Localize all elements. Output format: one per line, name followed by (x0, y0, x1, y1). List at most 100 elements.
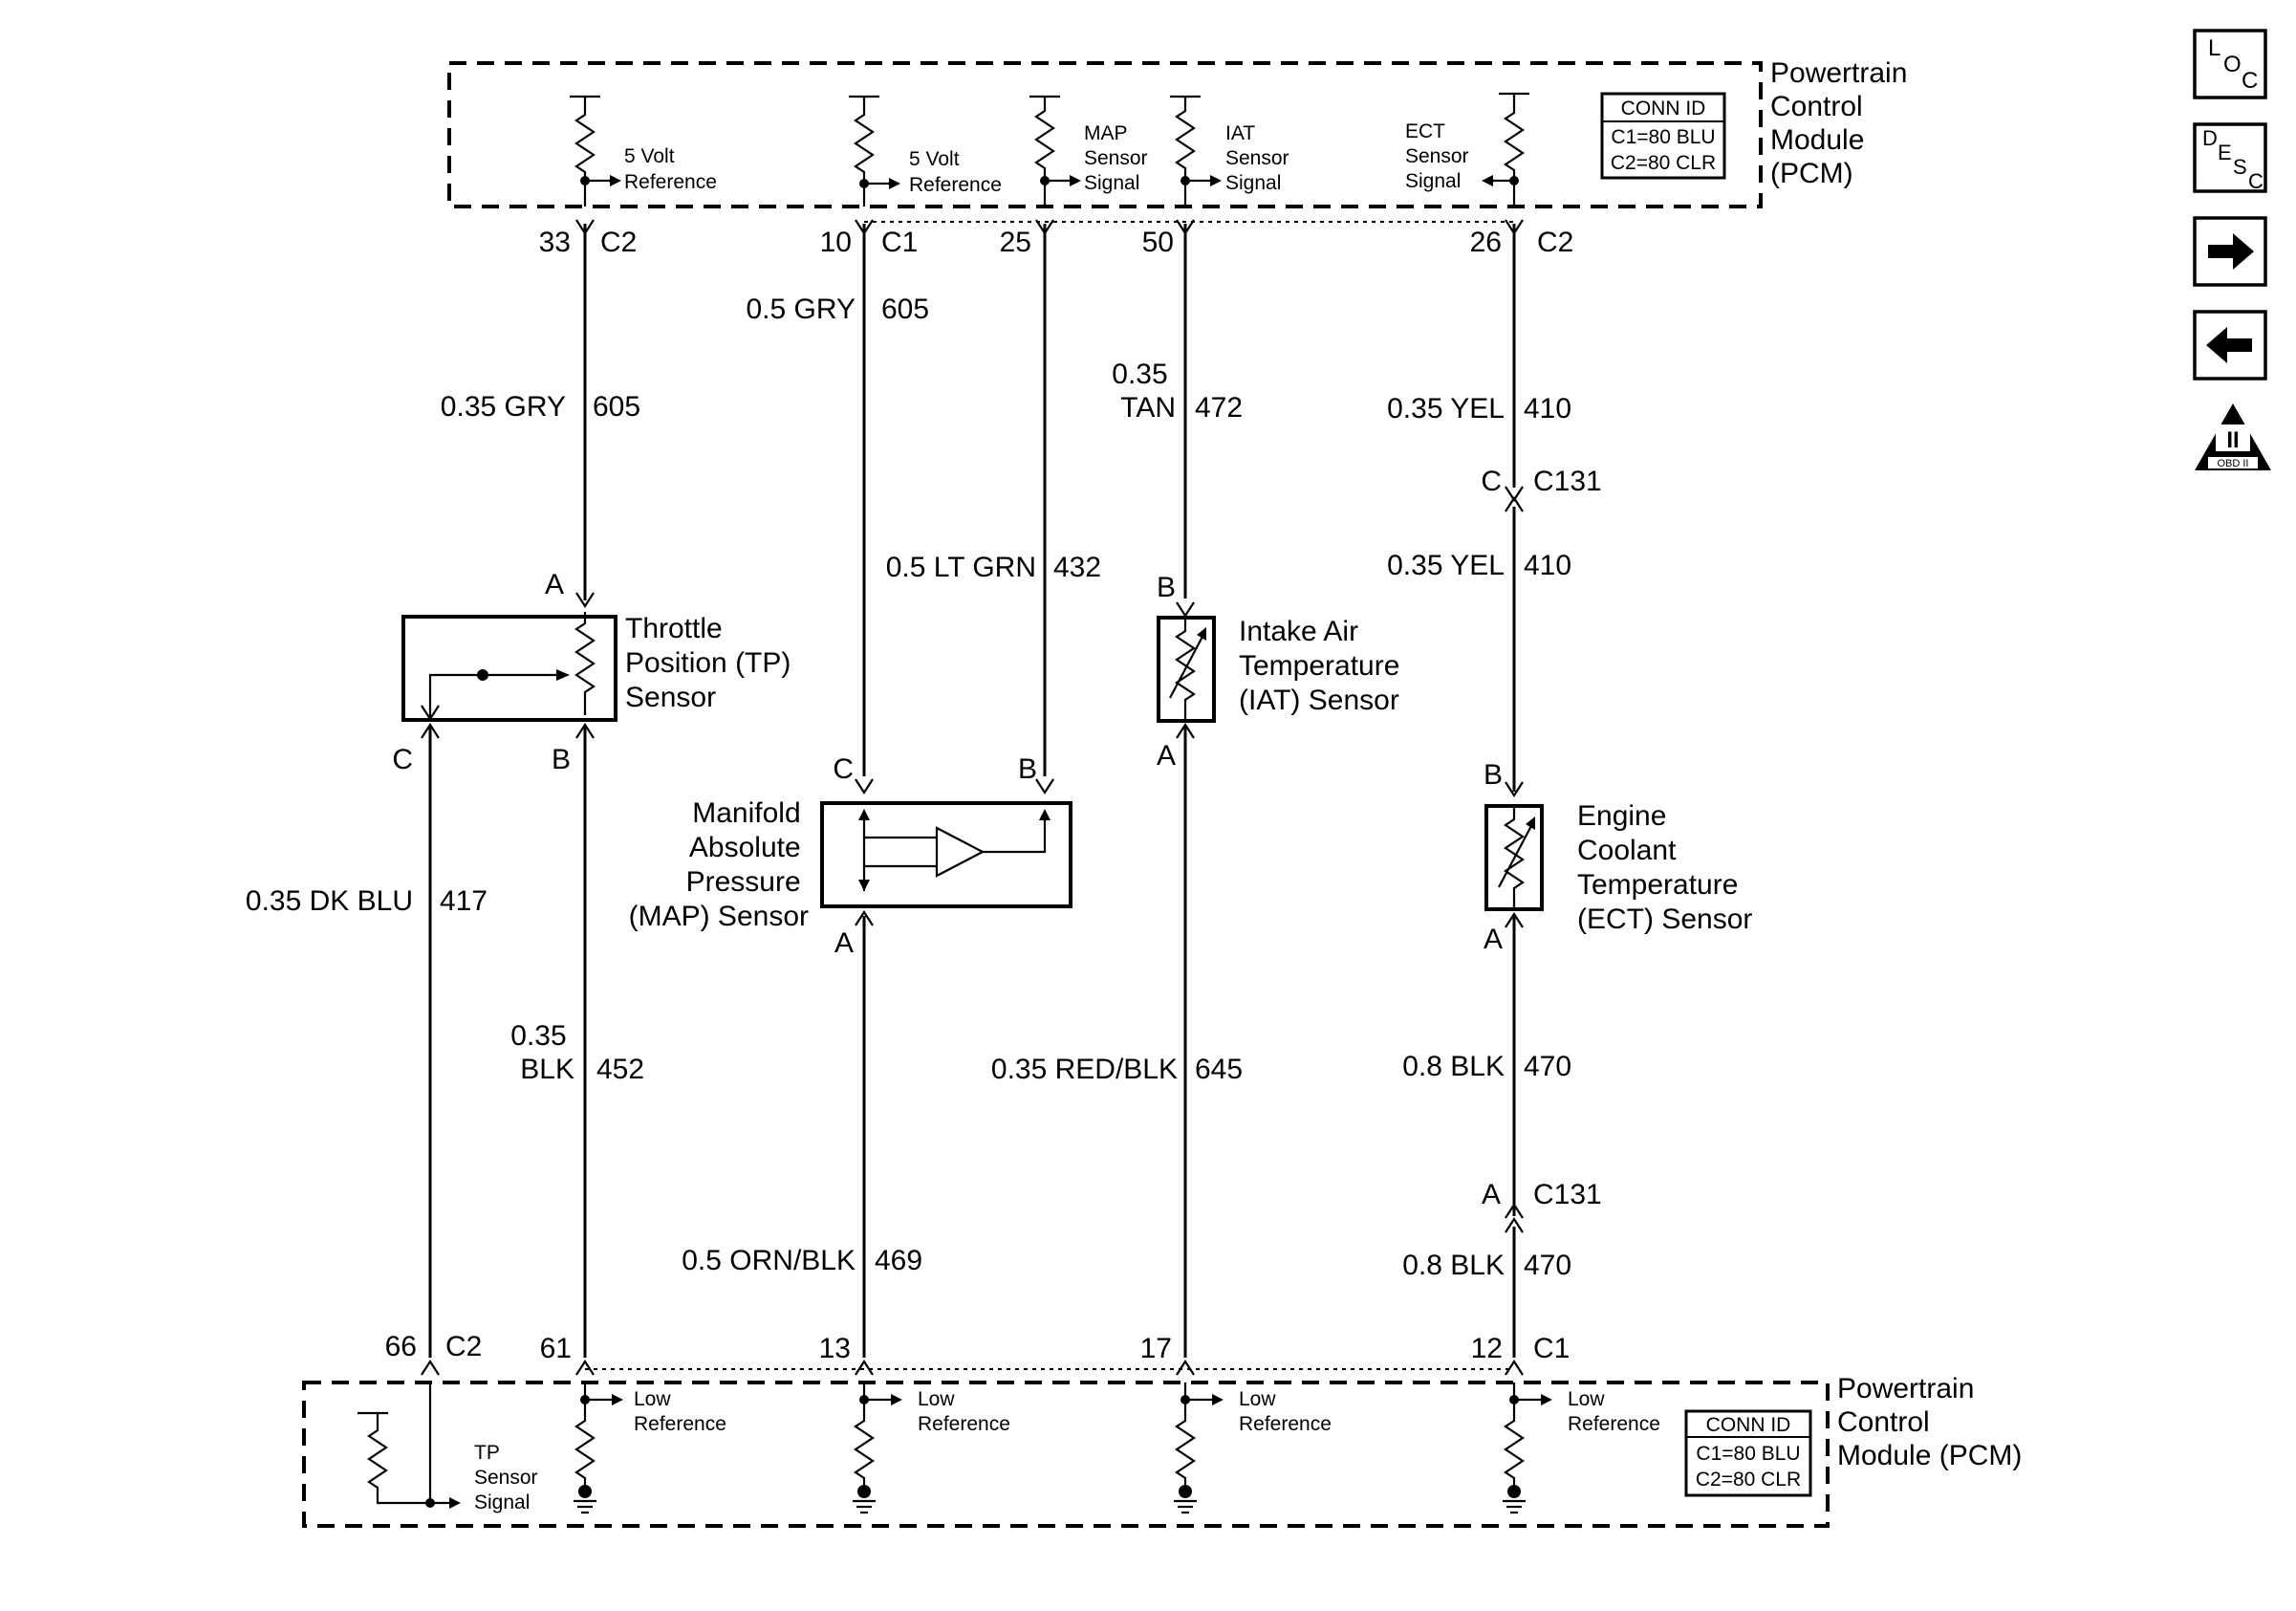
wire-472-color: 0.35 TAN (1112, 359, 1176, 424)
nav-obd-ii-button[interactable]: II OBD II (2195, 403, 2271, 470)
conn-id-c2: C2=80 CLR (1611, 152, 1716, 174)
conn-id-header: CONN ID (1621, 98, 1706, 120)
wire-645-circuit: 645 (1195, 1054, 1243, 1085)
top-connector-chevrons (575, 219, 1524, 236)
svg-text:L: L (2208, 35, 2220, 61)
bottom-connector-chevrons (421, 1359, 1524, 1376)
wire-605-map-color: 0.5 GRY (746, 294, 856, 325)
pin-66-connector: C2 (445, 1331, 482, 1362)
ect-sensor: B Engine Coolant Temperature (ECT) Senso… (1484, 759, 1752, 955)
pin-50: 50 (1142, 227, 1174, 258)
map-sensor: C B Manifold Absolute Pressure (MAP) Sen… (629, 753, 1072, 959)
wire-410-upper-circuit: 410 (1524, 393, 1571, 425)
pin-13: 13 (819, 1333, 851, 1364)
tp-sensor: A Throttle Position (TP) Sensor C B (392, 569, 799, 775)
wire-645-color: 0.35 RED/BLK (991, 1054, 1178, 1085)
wire-470-upper-circuit: 470 (1524, 1051, 1571, 1082)
wire-470-upper-color: 0.8 BLK (1402, 1051, 1505, 1082)
wire-410-upper-color: 0.35 YEL (1387, 393, 1505, 425)
connector-c131-upper: C C131 (1481, 466, 1602, 512)
wire-417-color: 0.35 DK BLU (246, 885, 413, 917)
arrow-left-icon (2206, 327, 2252, 363)
svg-text:C131: C131 (1533, 466, 1602, 497)
wire-452-circuit: 452 (596, 1054, 644, 1085)
svg-text:C: C (1481, 466, 1502, 497)
pcm-top: Powertrain Control Module (PCM) CONN ID … (447, 57, 1916, 258)
pin-61: 61 (540, 1333, 572, 1364)
svg-text:S: S (2233, 155, 2247, 179)
nav-next-button[interactable] (2193, 216, 2267, 287)
wire-432-circuit: 432 (1053, 552, 1101, 583)
wire-452-color: 0.35 BLK (510, 1020, 574, 1085)
svg-text:A: A (1482, 1179, 1501, 1210)
conn-id-box-top: CONN ID C1=80 BLU C2=80 CLR (1600, 92, 1726, 180)
iat-pin-a: A (1157, 740, 1176, 772)
tp-sensor-label: Throttle Position (TP) Sensor (625, 613, 799, 713)
wire-472-circuit: 472 (1195, 392, 1243, 424)
pcm-top-title: Powertrain Control Module (PCM) (1770, 57, 1916, 189)
pin-26-connector: C2 (1537, 227, 1573, 258)
svg-text:OBD II: OBD II (2217, 458, 2248, 469)
nav-desc-button[interactable]: D E S C (2193, 122, 2267, 193)
svg-text:C: C (2242, 68, 2258, 94)
ect-sensor-label: Engine Coolant Temperature (ECT) Sensor (1577, 800, 1752, 935)
tp-pin-a: A (545, 569, 564, 600)
nav-prev-button[interactable] (2193, 310, 2267, 381)
wire-605-tp-color: 0.35 GRY (441, 391, 566, 423)
pcm-top-boundary (447, 61, 1763, 208)
svg-text:D: D (2202, 126, 2218, 150)
svg-text:O: O (2223, 52, 2242, 77)
pin-12: 12 (1471, 1333, 1503, 1364)
iat-sensor: B Intake Air Temperature (IAT) Sensor A (1157, 572, 1408, 772)
svg-text:II: II (2226, 427, 2239, 453)
conn-id-c2: C2=80 CLR (1696, 1469, 1801, 1491)
iat-pin-b: B (1157, 572, 1176, 603)
arrow-right-icon (2208, 233, 2254, 270)
pin-17: 17 (1140, 1333, 1172, 1364)
wire-469-circuit: 469 (875, 1245, 922, 1276)
tp-pin-c: C (392, 744, 413, 775)
wire-410-lower-color: 0.35 YEL (1387, 550, 1505, 581)
svg-text:C131: C131 (1533, 1179, 1602, 1210)
iat-sensor-label: Intake Air Temperature (IAT) Sensor (1239, 616, 1408, 716)
map-sensor-label: Manifold Absolute Pressure (MAP) Sensor (629, 797, 809, 932)
conn-id-header: CONN ID (1706, 1414, 1791, 1436)
pin-66: 66 (385, 1331, 417, 1362)
ect-pin-a: A (1484, 924, 1503, 955)
pin-26: 26 (1470, 227, 1502, 258)
wire-432-color: 0.5 LT GRN (886, 552, 1036, 583)
map-sensor-body (820, 801, 1072, 908)
pcm-bottom-boundary (302, 1381, 1830, 1528)
conn-id-c1: C1=80 BLU (1696, 1443, 1800, 1465)
map-pin-c: C (833, 753, 854, 785)
map-pin-a: A (834, 927, 854, 959)
pin-33: 33 (539, 227, 571, 258)
ect-pin-b: B (1484, 759, 1503, 791)
wire-470-lower-circuit: 470 (1524, 1250, 1571, 1281)
pin-33-connector: C2 (600, 227, 637, 258)
wire-469-color: 0.5 ORN/BLK (682, 1245, 856, 1276)
wire-470-lower-color: 0.8 BLK (1402, 1250, 1505, 1281)
wire-605-tp-circuit: 605 (593, 391, 640, 423)
tp-pin-b: B (552, 744, 571, 775)
pin-12-connector: C1 (1533, 1333, 1570, 1364)
nav-loc-button[interactable]: L O C (2193, 29, 2267, 99)
wire-410-lower-circuit: 410 (1524, 550, 1571, 581)
wire-605-map-circuit: 605 (881, 294, 929, 325)
